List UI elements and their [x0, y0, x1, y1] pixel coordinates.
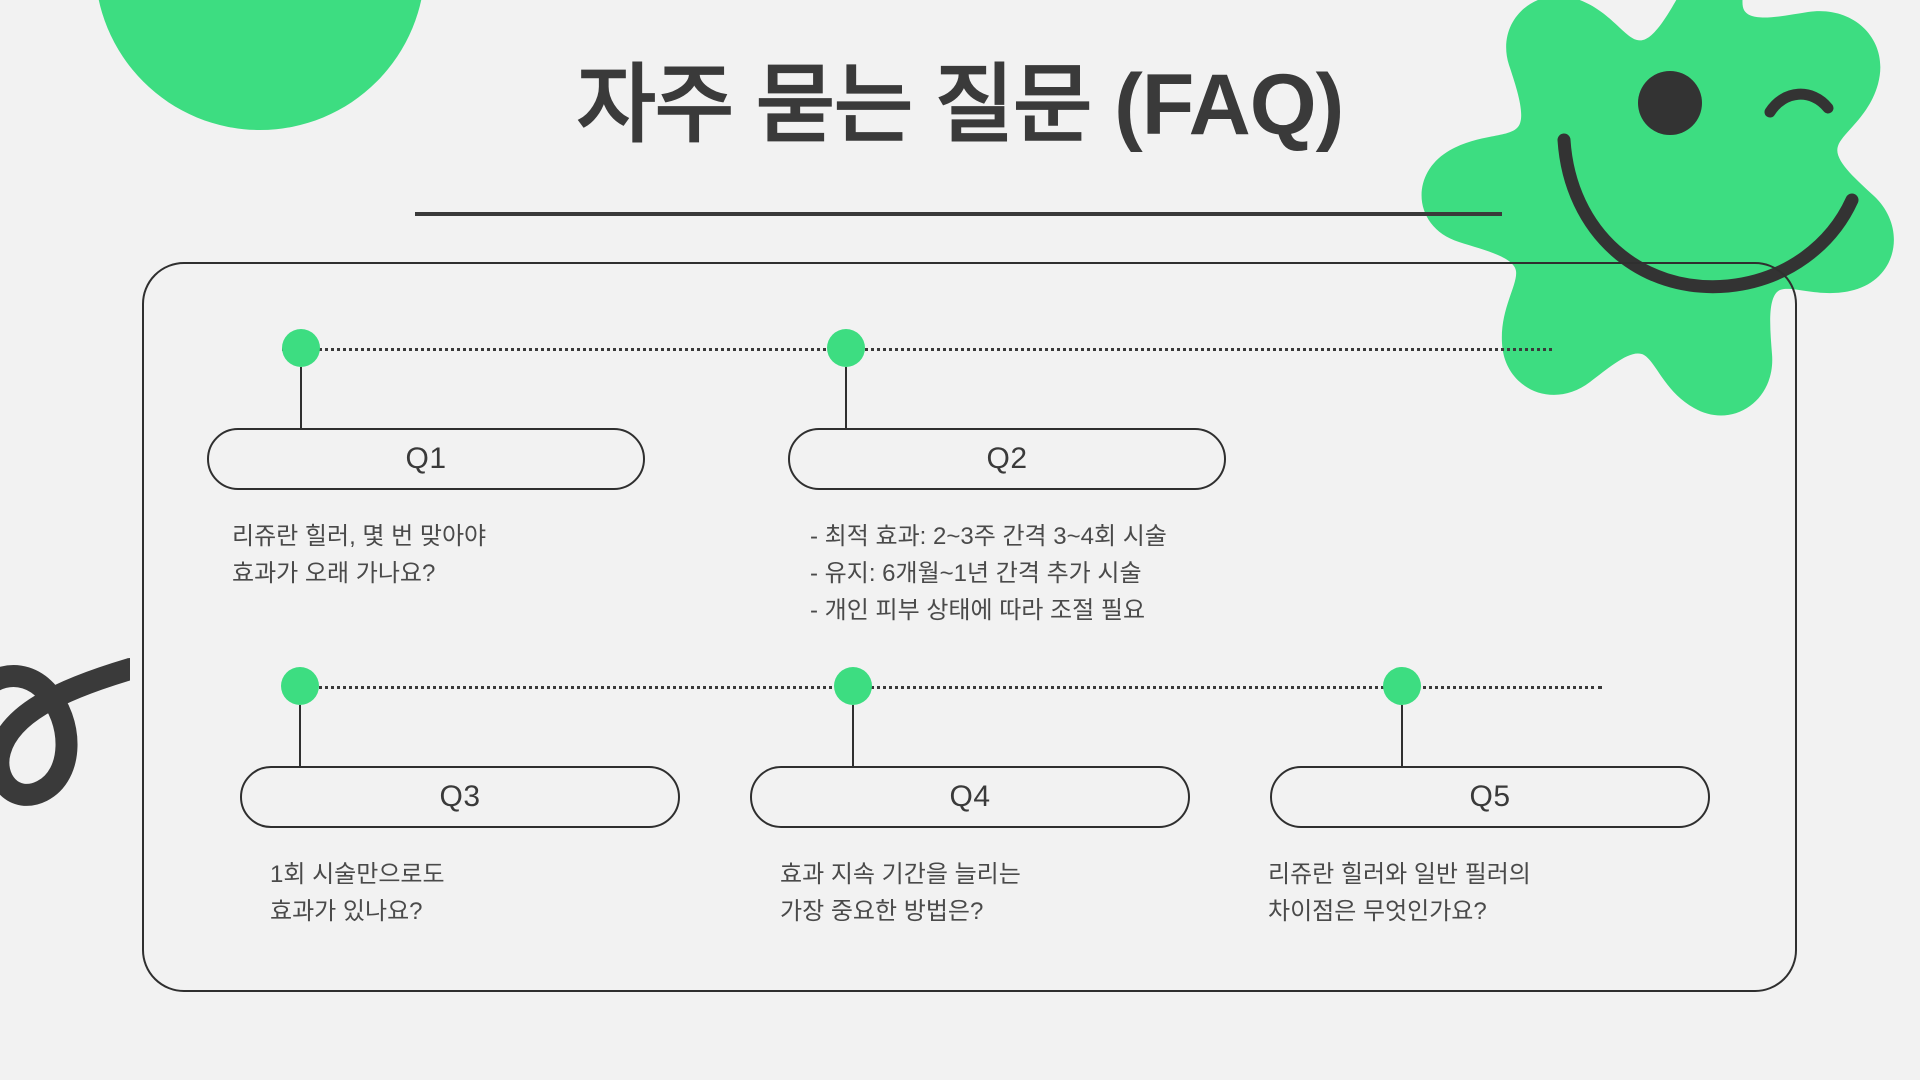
faq-pill-label-q1: Q1 [405, 442, 447, 475]
faq-pill-label-q3: Q3 [439, 780, 481, 813]
timeline-stem-q5 [1401, 705, 1403, 768]
timeline-dot-q2 [827, 329, 865, 367]
faq-pill-q1[interactable]: Q1 [207, 428, 645, 490]
title-underline [415, 212, 1502, 216]
timeline-stem-q2 [845, 367, 847, 430]
faq-text-q4: 효과 지속 기간을 늘리는 가장 중요한 방법은? [780, 861, 1021, 926]
faq-pill-label-q2: Q2 [986, 442, 1028, 475]
faq-text-q2: - 최적 효과: 2~3주 간격 3~4회 시술 - 유지: 6개월~1년 간격… [810, 523, 1167, 625]
timeline-stem-q3 [299, 705, 301, 768]
faq-panel [142, 262, 1797, 992]
faq-pill-label-q4: Q4 [949, 780, 991, 813]
faq-pill-q5[interactable]: Q5 [1270, 766, 1710, 828]
faq-text-q1: 리쥬란 힐러, 몇 번 맞아야 효과가 오래 가나요? [232, 523, 487, 588]
timeline-dot-q5 [1383, 667, 1421, 705]
dark-loop-squiggle-decoration [0, 658, 130, 806]
faq-pill-q2[interactable]: Q2 [788, 428, 1226, 490]
timeline-stem-q1 [300, 367, 302, 430]
faq-text-q5: 리쥬란 힐러와 일반 필러의 차이점은 무엇인가요? [1268, 861, 1531, 926]
faq-pill-q3[interactable]: Q3 [240, 766, 680, 828]
timeline-dot-q3 [281, 667, 319, 705]
timeline-connector-row1 [282, 348, 1552, 351]
timeline-stem-q4 [852, 705, 854, 768]
faq-pill-label-q5: Q5 [1469, 780, 1511, 813]
faq-pill-q4[interactable]: Q4 [750, 766, 1190, 828]
page-title: 자주 묻는 질문 (FAQ) [576, 57, 1344, 153]
page-title-wrap: 자주 묻는 질문 (FAQ) [0, 58, 1920, 153]
timeline-dot-q1 [282, 329, 320, 367]
faq-text-q3: 1회 시술만으로도 효과가 있나요? [270, 861, 445, 926]
timeline-connector-row2 [300, 686, 1602, 689]
timeline-dot-q4 [834, 667, 872, 705]
